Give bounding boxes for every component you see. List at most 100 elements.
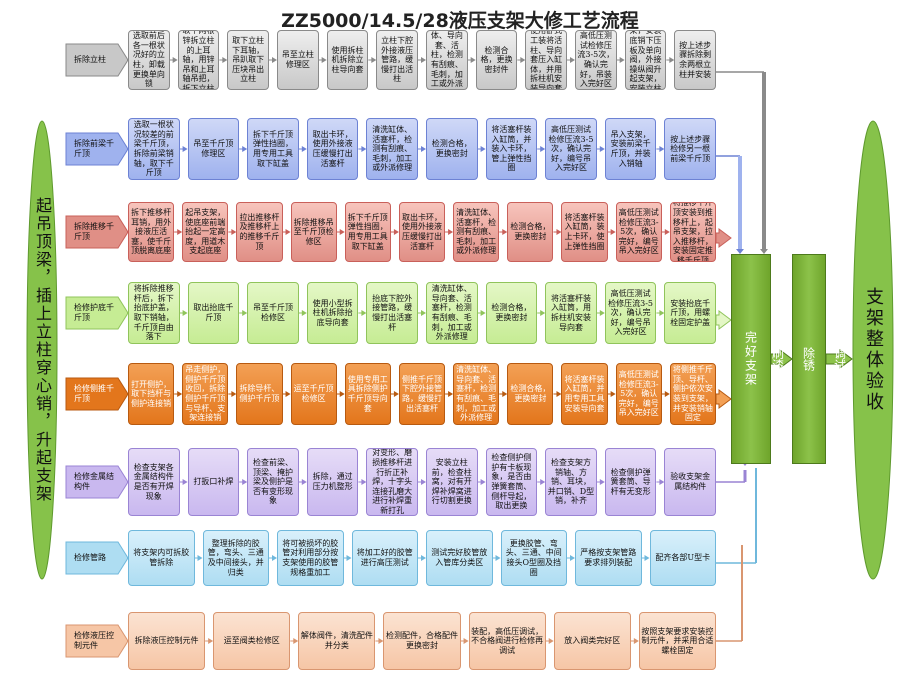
process-step-box: 取出卡环，使用外接液压缓慢打出活塞杆	[398, 202, 446, 262]
process-step-box: 使用卧式工装将活柱、导向套压入缸体，并用拆柱机安装导向套	[525, 30, 567, 90]
process-step-box: 侧推千斤顶下腔外接管路，缓慢打出活塞杆	[398, 363, 446, 425]
process-step-box: 立柱下腔外接液压管路，缓慢打出活柱	[376, 30, 418, 90]
row-head-label: 检修液压控制元件	[74, 631, 114, 650]
arrow-head	[470, 57, 476, 63]
arrow-head	[222, 57, 228, 63]
process-step-box: 吊至千斤顶修理区	[187, 118, 240, 180]
process-step-box: 将拆除推移杆后，拆下抬底护盖，取下销轴，千斤顶自由落下	[128, 282, 180, 344]
arrow-head	[570, 555, 575, 561]
arrow-head	[339, 391, 345, 397]
arrow-head	[736, 249, 744, 254]
process-step-box: 高低压测试检修压流3-5次，确认完好，编号吊入完好区	[604, 282, 657, 344]
process-step-box: 打开侧护，取下挡杆与侧护连接销	[128, 363, 175, 425]
arrow-head	[556, 229, 562, 235]
arrow-head	[599, 146, 605, 152]
arrow-head	[393, 391, 399, 397]
arrow-head	[760, 249, 768, 254]
arrow-head	[599, 310, 605, 316]
arrow-head	[371, 57, 377, 63]
arrow-head	[448, 229, 454, 235]
process-step-box: 安装抬底千斤顶，用螺栓固定护盖	[664, 282, 716, 344]
process-step-box: 拆下千斤顶弹性挡圈，用专用工具取下缸盖	[247, 118, 299, 180]
arrow-head	[393, 229, 399, 235]
process-step-box: 清洗缸体、活塞杆，检测有刮痕、毛刺，加工或外派修理	[453, 202, 500, 262]
arrow-head	[540, 146, 546, 152]
process-step-box: 将活塞杆装入缸筒，并装入卡环，管上弹性挡圈	[485, 118, 538, 180]
row-head-label: 拆除立柱	[74, 55, 106, 65]
process-step-box: 吊走侧护，侧护千斤顶收回，拆除侧护千斤顶与导杆、支架连接销	[182, 363, 229, 425]
process-step-box: 检测合格，更换密封	[426, 118, 478, 180]
arrow-head	[480, 146, 486, 152]
process-step-box: 吊入支架，安装前梁千斤顶，并装入销轴	[604, 118, 657, 180]
arrow-head	[301, 479, 307, 485]
process-step-box: 起吊支架，使底座前端抬起一定高度，用道木支起底座	[182, 202, 229, 262]
arrow-head	[570, 57, 575, 63]
block-arrow	[715, 310, 732, 330]
process-step-box: 拆下千斤顶弹性挡圈，用专用工具取下缸盖	[344, 202, 391, 262]
process-step-box: 检查侧护弹簧套筒、导杆有无变形	[604, 448, 657, 516]
block-arrow	[715, 228, 732, 248]
arrow-head	[463, 638, 469, 644]
process-step-box: 拆除液压控制元件	[128, 612, 206, 670]
process-step-box: 高低压测试检修压流3-5次，确认完好，编号吊入完好区	[545, 118, 597, 180]
arrow-head	[231, 229, 237, 235]
process-step-box: 拆除导杆、侧护千斤顶	[236, 363, 283, 425]
process-step-box: 取出卡环，使用外接液压缓慢打出活塞杆	[306, 118, 359, 180]
arrow-head	[520, 57, 526, 63]
process-step-box: 按照支架要求安装控制元件，并采用合适螺栓固定	[638, 612, 716, 670]
debug-rust-paint-box: 调试 除锈 刷漆	[771, 254, 847, 464]
process-step-box: 安装立柱前，检查柱窝，对有开焊补焊窝进行切割更换	[426, 448, 478, 516]
process-step-box: 高低压测试检修压流3-5次，确认完好，编号吊入完好区	[615, 363, 662, 425]
arrow-head	[321, 57, 327, 63]
row-head-label: 检修金属结构件	[74, 472, 114, 491]
process-step-box: 整理拆除的胶管，弯头、三通及中间接头，并归类	[202, 530, 269, 586]
process-step-box: 拆除推移吊至千斤顶检修区	[290, 202, 337, 262]
arrow-head	[644, 555, 650, 561]
row-head-label: 拆除前梁千斤顶	[74, 139, 114, 158]
left-stage-label: 起吊顶梁，插上立柱穿心销，升起支架	[26, 120, 58, 580]
process-step-box: 清洗缸体、导向套、活柱，检测有刮痕、毛刺，加工或外派修理	[426, 30, 468, 90]
row-head-shape	[65, 296, 129, 330]
process-step-box: 抬底下腔外接管路，缓慢打出活塞杆	[366, 282, 418, 344]
arrow-head	[378, 638, 384, 644]
row-head-label: 拆除推移千斤顶	[74, 222, 114, 241]
arrow-head	[421, 57, 426, 63]
arrow-head	[659, 310, 665, 316]
process-step-box: 清洗缸体、导向套、活塞杆，检测有刮痕、毛刺，加工或外派修理	[426, 282, 478, 344]
arrow-head	[285, 229, 291, 235]
process-step-box: 运至阀类检修区	[213, 612, 291, 670]
process-step-box: 拆下推移杆耳销，用外接液压活塞，使千斤顶脱离底座	[128, 202, 175, 262]
arrow-head	[361, 310, 367, 316]
process-step-box: 使用小型拆柱机拆除抬底导向套	[306, 282, 359, 344]
process-step-box: 拉出推移杆及推移杆上的推移千斤顶	[236, 202, 283, 262]
block-arrow	[770, 349, 793, 369]
process-step-box: 解体阀件，清洗配件并分类	[298, 612, 376, 670]
process-step-box: 检查支架方销轴、方销、耳块，并口销、D型销，补齐	[545, 448, 597, 516]
process-step-box: 高低压测试检修压流3-5次，确认完好，编号吊入完好区	[615, 202, 662, 262]
process-step-box: 将加工好的胶管进行高压测试	[351, 530, 418, 586]
row-head-label: 检修管路	[74, 553, 106, 563]
process-step-box: 检查支架各金属结构件是否有开焊现象	[128, 448, 180, 516]
process-step-box: 检查侧护侧护有卡板现象，是否由弹簧套筒、侧杆导起，取出更换	[485, 448, 538, 516]
process-step-box: 检查前梁、顶梁、掩护梁及侧护是否有变形现象	[247, 448, 299, 516]
process-step-box: 检测合格，更换密封	[485, 282, 538, 344]
process-step-box: 拆除，通过压力机整形	[306, 448, 359, 516]
arrow-head	[301, 310, 307, 316]
arrow-head	[231, 391, 237, 397]
arrow-head	[421, 146, 426, 152]
complete-support-box: 完好支架	[731, 254, 771, 464]
arrow-head	[421, 555, 426, 561]
final-acceptance-label: 支架整体验收	[852, 120, 894, 580]
arrow-head	[548, 638, 554, 644]
process-step-box: 检测合格，更换密封	[507, 202, 554, 262]
process-step-box: 将侧推千斤顶、导杆、侧护依次安装到支架，并安装销轴固定	[669, 363, 716, 425]
arrow-head	[346, 555, 352, 561]
process-step-box: 取下两根锌拆立柱的上耳轴，用锌吊和上耳轴吊把，拆下立柱	[177, 30, 220, 90]
process-step-box: 吊入支架，安装底销下压板及单向阀，外接操纵阀升起支架，安装立柱上销轴	[624, 30, 667, 90]
process-step-box: 更换胶管、弯头、三通、中间接头O型圈及挡圈	[500, 530, 567, 586]
row-head-shape	[65, 43, 129, 77]
process-step-box: 使用拆柱机拆除立柱导向套	[326, 30, 369, 90]
arrow-head	[502, 229, 508, 235]
arrow-head	[659, 146, 665, 152]
